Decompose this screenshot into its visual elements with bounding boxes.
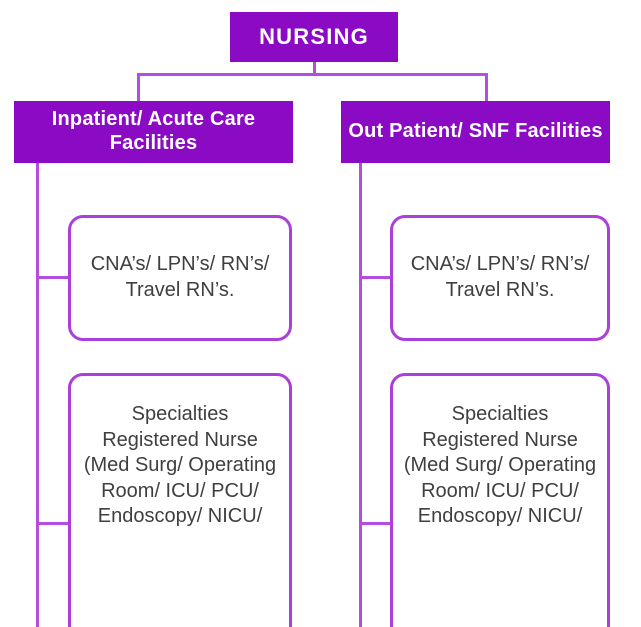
connector-trunk-inpatient [36, 163, 39, 627]
node-inpatient-specialties-label: Specialties Registered Nurse (Med Surg/ … [83, 403, 277, 528]
node-inpatient-staff-label: CNA’s/ LPN’s/ RN’s/ Travel RN’s. [90, 253, 270, 301]
connector-trunk-outpatient [359, 163, 362, 627]
connector-branch-inpatient-staff [36, 276, 70, 279]
connector-branch-outpatient-specialties [359, 522, 392, 525]
connector-root-horizontal [137, 73, 488, 76]
node-outpatient-staff-label: CNA’s/ LPN’s/ RN’s/ Travel RN’s. [410, 253, 590, 301]
node-outpatient-specialties: Specialties Registered Nurse (Med Surg/ … [390, 373, 610, 627]
connector-root-stem [313, 62, 316, 74]
connector-branch-outpatient-staff [359, 276, 392, 279]
connector-drop-outpatient [485, 73, 488, 102]
node-root-nursing: NURSING [230, 12, 398, 62]
connector-drop-inpatient [137, 73, 140, 102]
connector-branch-inpatient-specialties [36, 522, 70, 525]
node-outpatient-specialties-label: Specialties Registered Nurse (Med Surg/ … [403, 403, 597, 528]
node-inpatient-specialties: Specialties Registered Nurse (Med Surg/ … [68, 373, 292, 627]
node-inpatient-staff: CNA’s/ LPN’s/ RN’s/ Travel RN’s. [68, 215, 292, 341]
node-outpatient-staff: CNA’s/ LPN’s/ RN’s/ Travel RN’s. [390, 215, 610, 341]
node-inpatient-acute-care-facilities: Inpatient/ Acute Care Facilities [14, 101, 293, 163]
node-out-patient-snf-facilities: Out Patient/ SNF Facilities [341, 101, 610, 163]
